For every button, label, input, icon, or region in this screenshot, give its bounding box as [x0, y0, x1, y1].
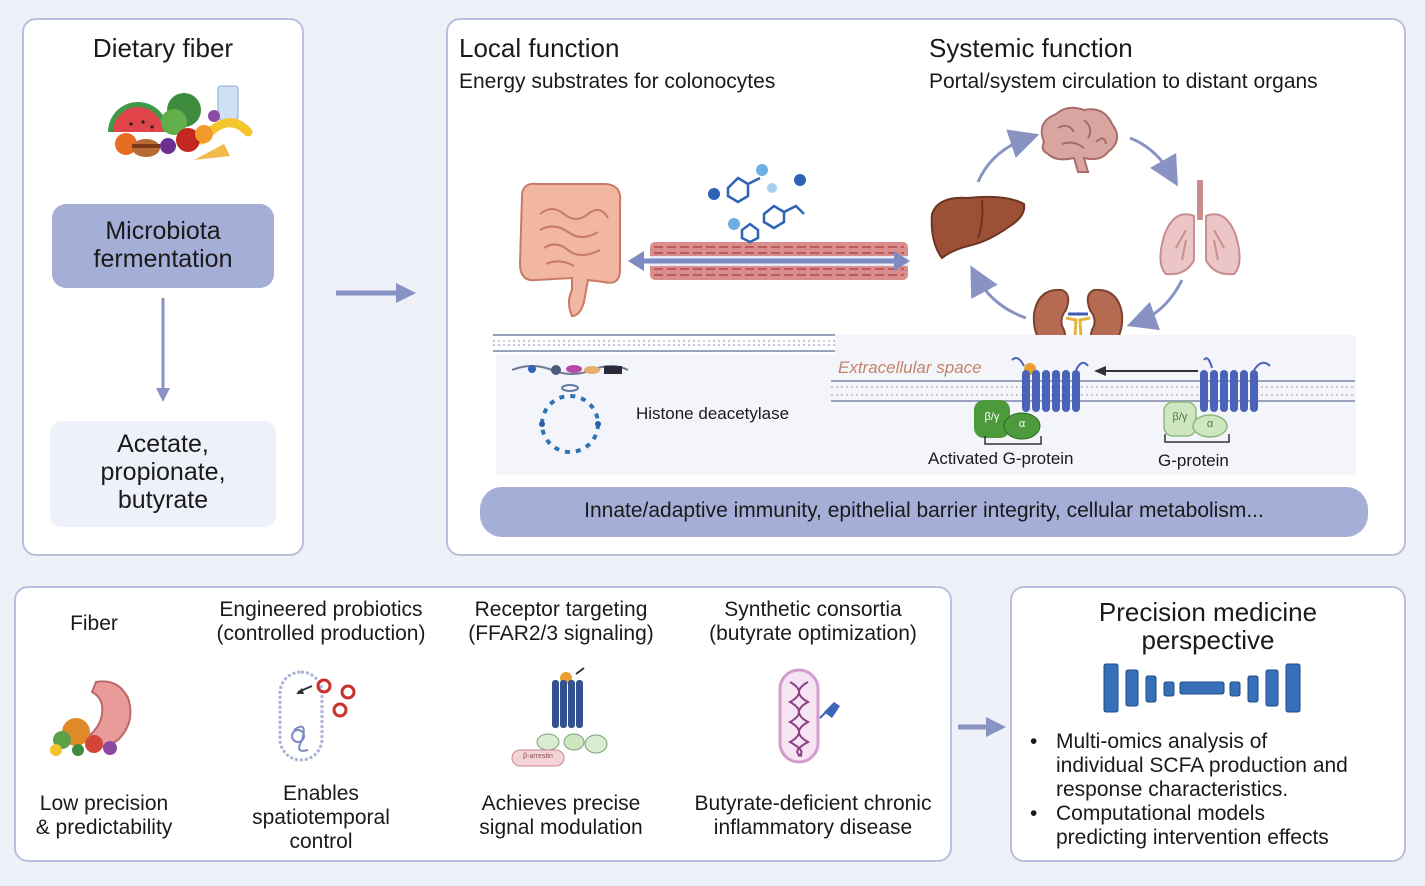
precision-title-line2: perspective: [1141, 625, 1275, 655]
right-arrow-top: [336, 283, 416, 303]
fermentation-label-line1: Microbiota: [105, 217, 221, 245]
beta-arrestin-label: β-arrestin: [523, 753, 553, 760]
inactive-alpha-label: α: [1206, 418, 1214, 430]
histone-deacetylase-label: Histone deacetylase: [636, 404, 790, 423]
scfa-molecules-icon: [708, 164, 806, 244]
down-arrow: [156, 298, 170, 402]
precision-bullet2-line1: Computational models: [1056, 802, 1265, 825]
precision-bullet1-line2: individual SCFA production and: [1056, 754, 1348, 777]
scfa-line2: propionate,: [100, 458, 226, 486]
microbiota-fermentation-box: [52, 204, 274, 288]
scfa-line1: Acetate,: [117, 430, 209, 458]
activated-g-protein-icon: [974, 400, 1041, 440]
strategy-consortia-header-line1: Synthetic consortia: [724, 598, 902, 621]
strategy-receptor-header-line1: Receptor targeting: [474, 598, 648, 621]
lungs-icon: [1159, 180, 1241, 276]
intestine-icon: [518, 182, 622, 318]
effects-banner: [480, 487, 1368, 537]
food-icon: [108, 85, 253, 160]
scfa-line3: butyrate: [117, 486, 209, 514]
inactive-gpcr-receptor: [1200, 357, 1271, 412]
strategy-consortia-footer-line1: Butyrate-deficient chronic: [694, 792, 932, 815]
liver-icon: [930, 195, 1026, 260]
blood-vessel-icon: [628, 242, 910, 280]
brain-icon: [1040, 106, 1119, 173]
g-protein-label: G-protein: [1158, 451, 1229, 470]
strategy-probiotics-footer-line2: spatiotemporal: [252, 806, 390, 829]
strategy-receptor-footer-line2: signal modulation: [479, 816, 643, 839]
cell-membrane: [831, 380, 1355, 402]
local-function-subtitle: Energy substrates for colonocytes: [459, 70, 776, 93]
engineered-probiotic-icon: [278, 670, 356, 762]
autoencoder-model-icon: [1103, 663, 1301, 713]
bullet-dot-1: •: [1030, 730, 1038, 753]
inactive-beta-gamma-label: β/γ: [1172, 411, 1188, 423]
precision-bullet1-line1: Multi-omics analysis of: [1056, 730, 1268, 753]
receptor-targeting-icon: [511, 667, 608, 767]
effects-banner-text: Innate/adaptive immunity, epithelial bar…: [584, 499, 1264, 522]
bullet-dot-2: •: [1030, 802, 1038, 825]
extracellular-space-label: Extracellular space: [838, 358, 982, 377]
local-function-title: Local function: [459, 33, 620, 63]
strategy-probiotics-footer-line3: control: [289, 830, 353, 853]
strategy-probiotics-footer-line1: Enables: [283, 782, 359, 805]
systemic-function-subtitle: Portal/system circulation to distant org…: [929, 70, 1318, 93]
active-alpha-label: α: [1018, 418, 1026, 430]
strategy-receptor-footer-line1: Achieves precise: [481, 792, 641, 815]
systemic-function-title: Systemic function: [929, 33, 1133, 63]
strategy-probiotics-header-line1: Engineered probiotics: [219, 598, 423, 621]
g-protein-bracket: [1164, 434, 1230, 443]
histone-deacetylase-icon: [539, 384, 601, 454]
activated-g-protein-bracket: [984, 436, 1042, 445]
strategy-fiber-header: Fiber: [70, 612, 118, 635]
stomach-food-icon: [50, 680, 132, 756]
scfa-box: [50, 421, 276, 527]
precision-bullet1-line3: response characteristics.: [1056, 778, 1289, 801]
strategy-probiotics-header-line2: (controlled production): [216, 622, 426, 645]
strategy-receptor-header-line2: (FFAR2/3 signaling): [468, 622, 654, 645]
right-arrow-bottom: [958, 717, 1006, 737]
active-gpcr-receptor: [1011, 357, 1089, 412]
precision-title-line1: Precision medicine: [1098, 597, 1318, 627]
precision-bullet2-line2: predicting intervention effects: [1056, 826, 1329, 849]
activation-arrow: [1094, 366, 1198, 376]
active-beta-gamma-label: β/γ: [984, 411, 1000, 423]
circulation-arrows: [970, 129, 1184, 331]
kidneys-icon: [1032, 288, 1124, 355]
chromatin-icon: [511, 365, 629, 375]
precision-medicine-panel: [1010, 586, 1406, 862]
nuclear-membrane: [493, 331, 835, 355]
strategy-consortia-header-line2: (butyrate optimization): [709, 622, 917, 645]
synthetic-consortia-icon: [778, 668, 840, 764]
activated-g-protein-label: Activated G-protein: [928, 449, 1074, 468]
strategy-fiber-footer-line2: & predictability: [35, 816, 173, 839]
strategy-consortia-footer-line2: inflammatory disease: [713, 816, 913, 839]
strategy-fiber-footer-line1: Low precision: [39, 792, 169, 815]
g-protein-icon: [1163, 401, 1228, 438]
dietary-fiber-title: Dietary fiber: [92, 33, 234, 63]
fermentation-label-line2: fermentation: [93, 245, 233, 273]
